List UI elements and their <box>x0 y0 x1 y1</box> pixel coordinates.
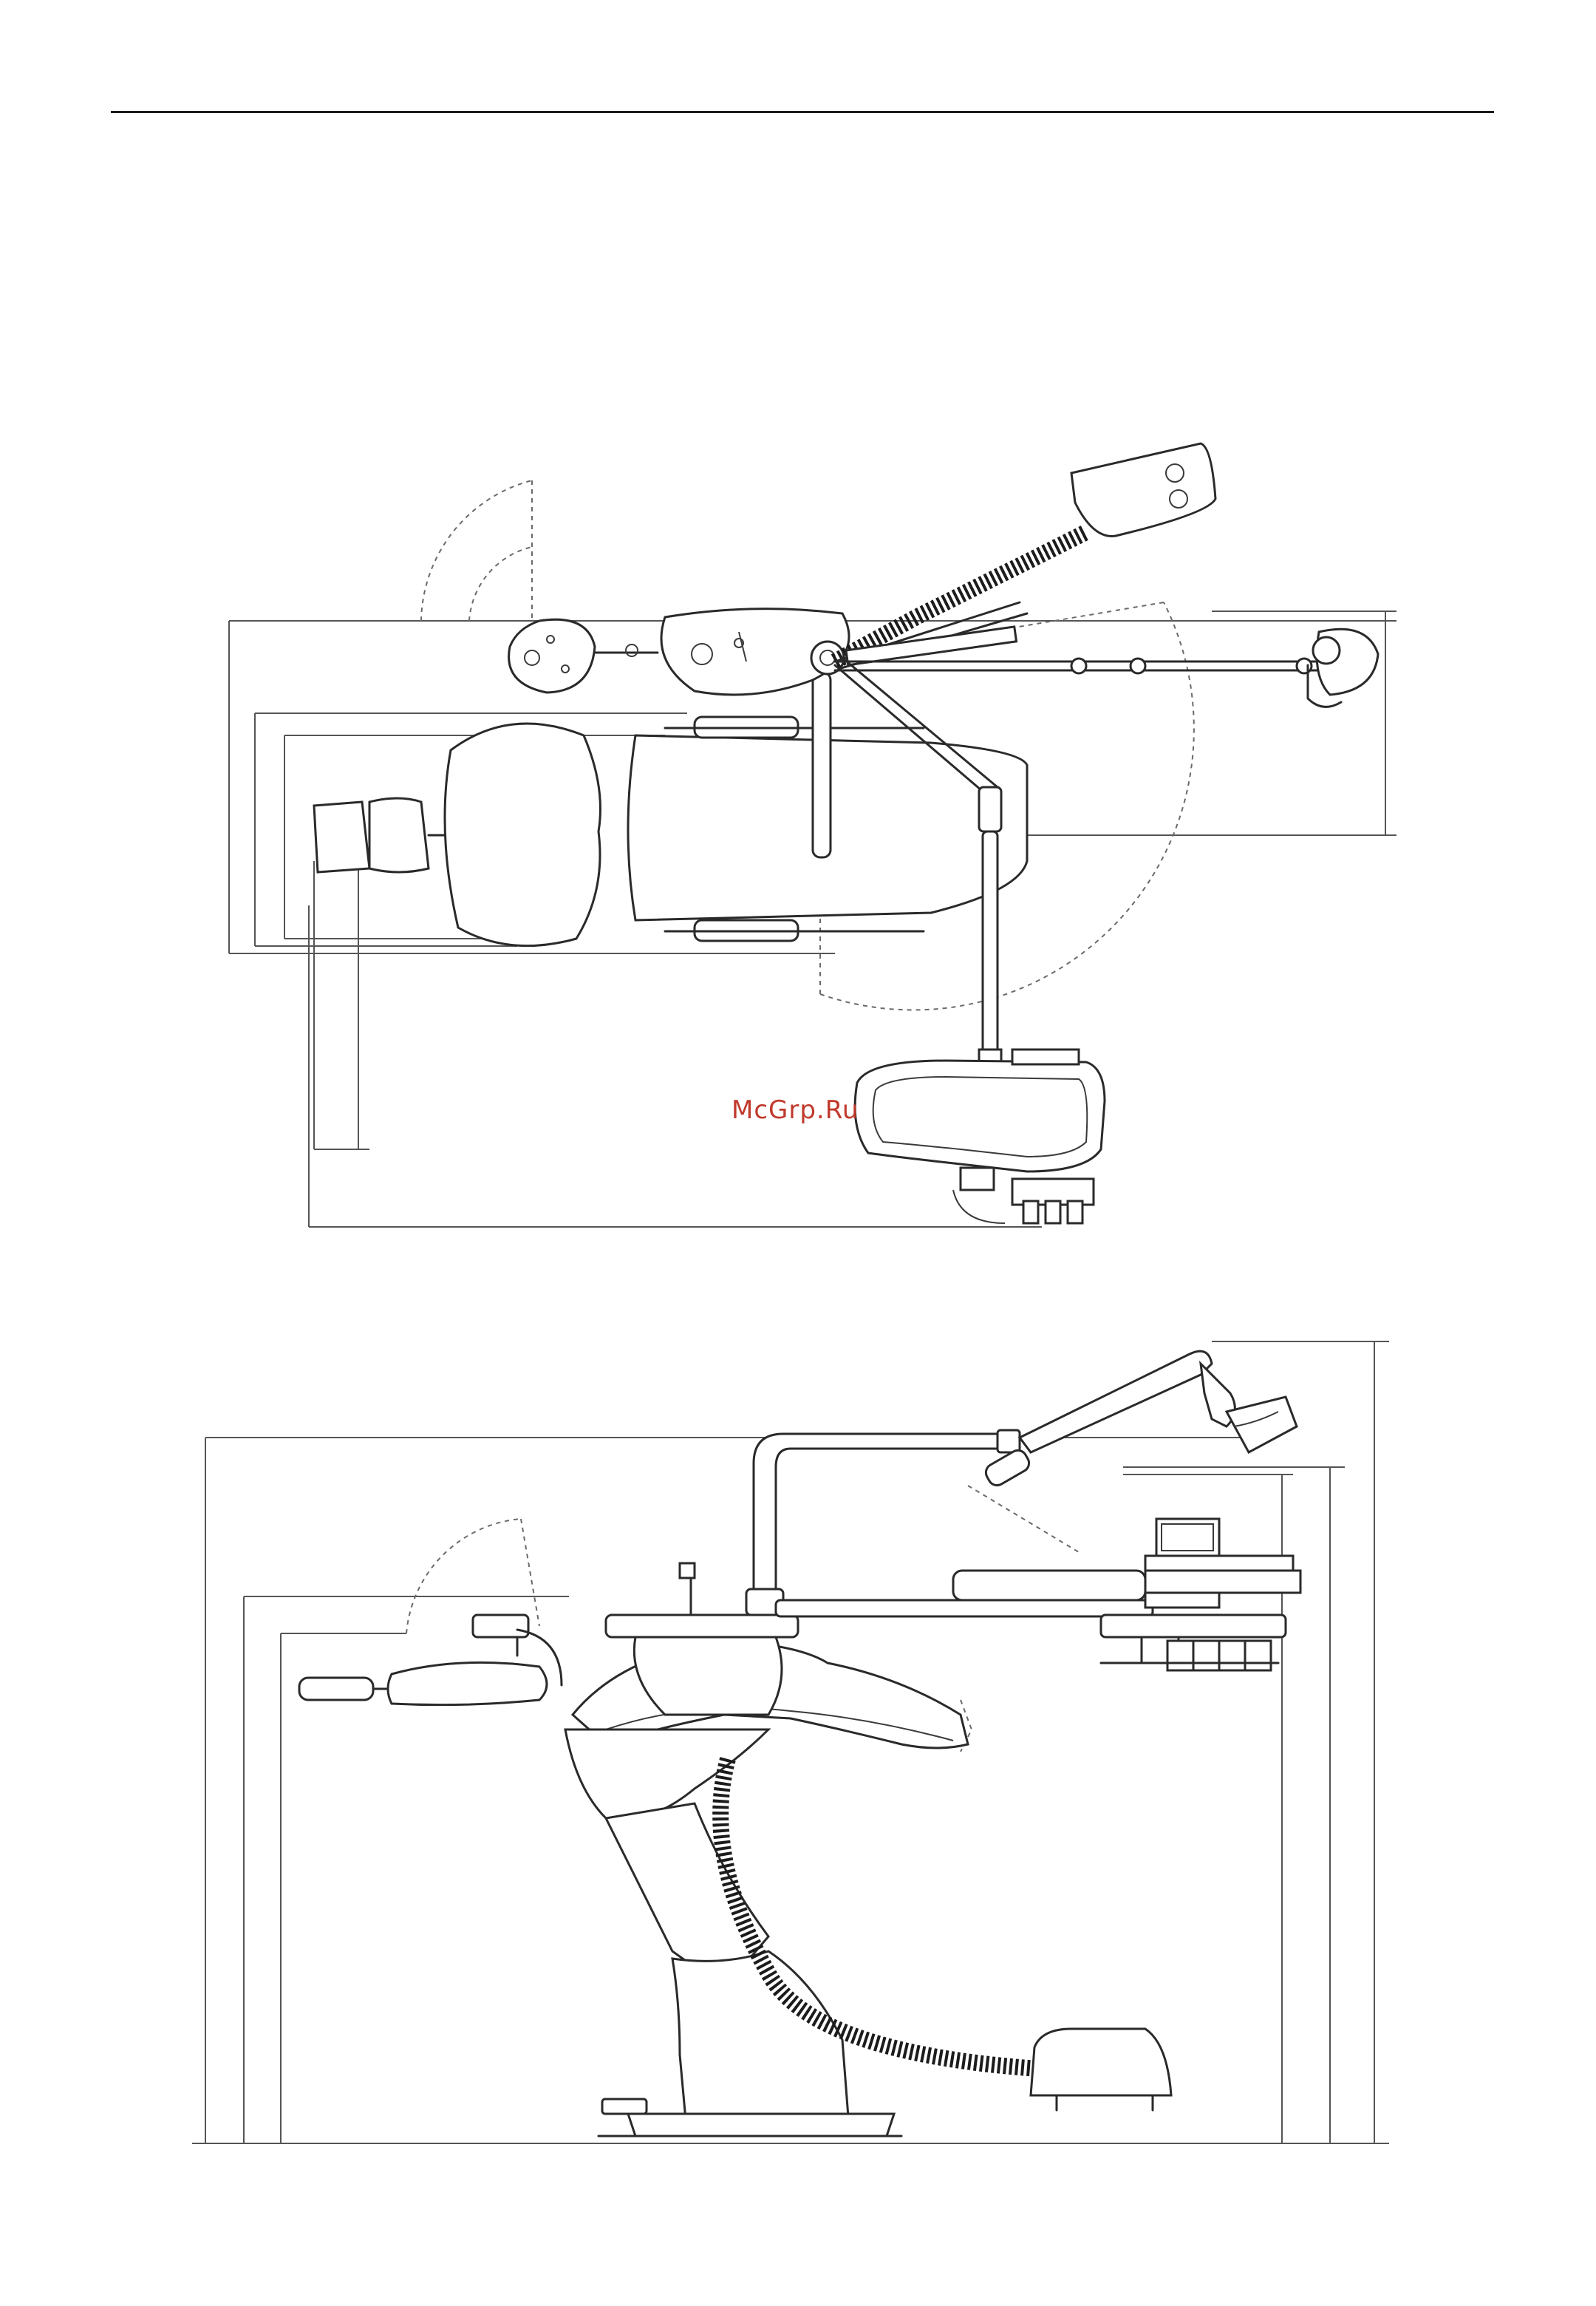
top-view-drawing <box>177 418 1441 1260</box>
seat <box>628 673 1027 941</box>
side-view-drawing <box>163 1316 1419 2166</box>
watermark-text: McGrp.Ru <box>732 1095 859 1125</box>
delivery-arm <box>776 1447 1300 1670</box>
foot-control <box>1031 2029 1171 2110</box>
control-box <box>835 443 1215 661</box>
header-rule <box>111 111 1494 113</box>
headrest <box>299 1662 547 1704</box>
headrest <box>314 798 447 872</box>
operating-light <box>1227 1397 1297 1452</box>
figure-top-view <box>177 418 1441 1260</box>
operating-light <box>1308 629 1378 707</box>
assistant-tray <box>509 619 658 693</box>
backrest <box>445 724 601 946</box>
light-arm <box>835 602 1319 673</box>
figure-side-view <box>163 1316 1419 2166</box>
doctor-table <box>855 1050 1105 1223</box>
